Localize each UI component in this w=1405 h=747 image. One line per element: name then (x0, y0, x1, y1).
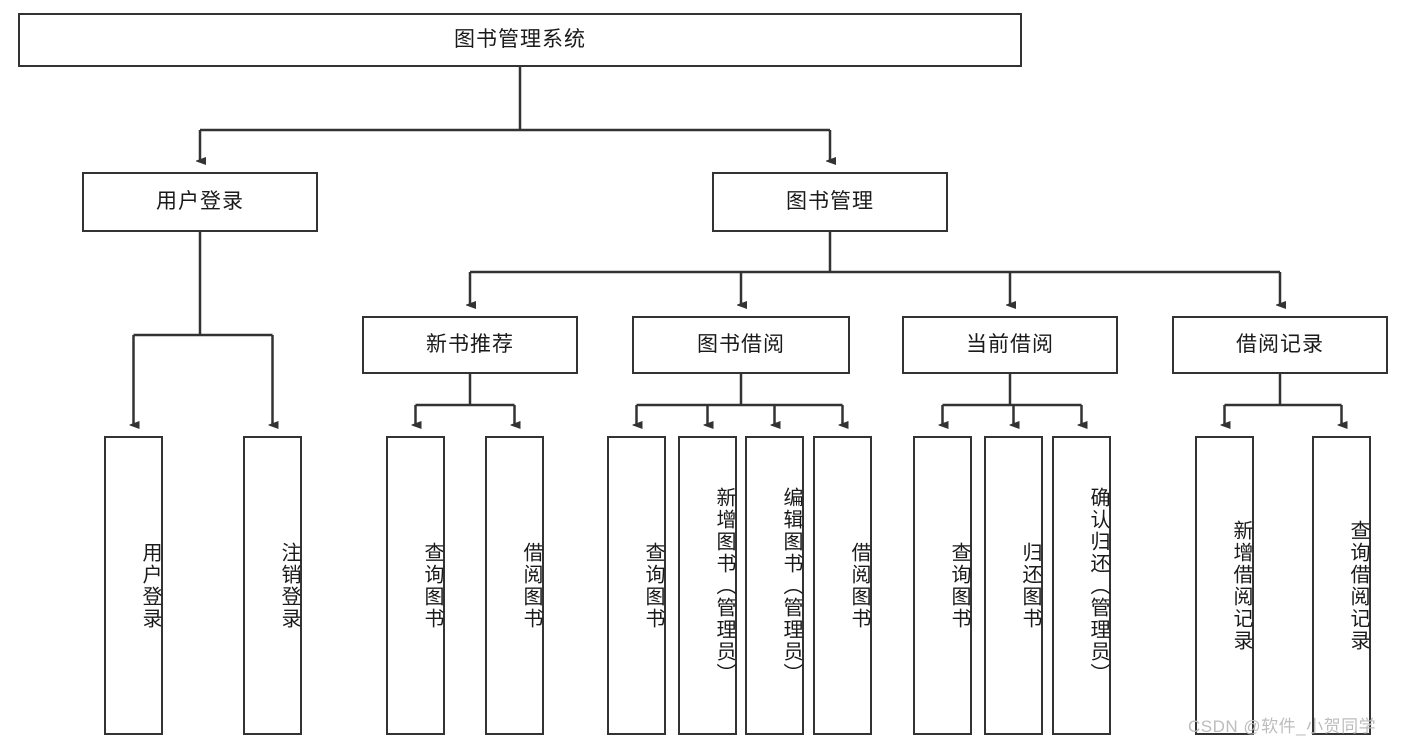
node-label: 借阅图书 (848, 541, 870, 630)
watermark: CSDN @软件_小贺同学 (1188, 717, 1377, 736)
leaf-borrow-book[interactable]: 借阅图书 (813, 436, 872, 735)
node-label: 新增借阅记录 (1230, 519, 1252, 652)
node-label: 查询图书 (642, 541, 664, 630)
leaf-add-book[interactable]: 新增图书（管理员） (678, 436, 737, 735)
node-label: 查询图书 (948, 541, 970, 630)
node-label: 确认归还（管理员） (1087, 486, 1109, 685)
node-label: 编辑图书（管理员） (780, 486, 802, 685)
node-label: 新增图书（管理员） (713, 486, 735, 685)
node-label: 图书管理系统 (454, 28, 586, 52)
node-label: 借阅图书 (520, 541, 542, 630)
node-label: 查询图书 (421, 541, 443, 630)
node-label: 图书借阅 (697, 333, 785, 357)
leaf-logout[interactable]: 注销登录 (243, 436, 302, 735)
node-label: 当前借阅 (966, 333, 1054, 357)
node-user-login[interactable]: 用户登录 (82, 172, 318, 232)
leaf-user-login[interactable]: 用户登录 (104, 436, 163, 735)
node-label: 图书管理 (786, 190, 874, 214)
leaf-query-book-recommend[interactable]: 查询图书 (386, 436, 445, 735)
node-current-borrow[interactable]: 当前借阅 (902, 316, 1118, 374)
node-book-management[interactable]: 图书管理 (712, 172, 948, 232)
leaf-query-book-current[interactable]: 查询图书 (913, 436, 972, 735)
leaf-query-book-borrow[interactable]: 查询图书 (607, 436, 666, 735)
node-book-borrow[interactable]: 图书借阅 (632, 316, 850, 374)
node-borrow-record[interactable]: 借阅记录 (1172, 316, 1388, 374)
edge-paths (134, 67, 1342, 425)
node-label: 查询借阅记录 (1347, 519, 1369, 652)
node-root[interactable]: 图书管理系统 (18, 13, 1022, 67)
leaf-borrow-book-recommend[interactable]: 借阅图书 (485, 436, 544, 735)
leaf-query-borrow-record[interactable]: 查询借阅记录 (1312, 436, 1371, 735)
leaf-return-book[interactable]: 归还图书 (984, 436, 1043, 735)
node-label: 用户登录 (139, 541, 161, 630)
node-new-book-recommend[interactable]: 新书推荐 (362, 316, 578, 374)
leaf-confirm-return[interactable]: 确认归还（管理员） (1052, 436, 1111, 735)
node-label: 借阅记录 (1236, 333, 1324, 357)
leaf-add-borrow-record[interactable]: 新增借阅记录 (1195, 436, 1254, 735)
node-label: 归还图书 (1019, 541, 1041, 630)
leaf-edit-book[interactable]: 编辑图书（管理员） (745, 436, 804, 735)
node-label: 用户登录 (156, 190, 244, 214)
node-label: 新书推荐 (426, 333, 514, 357)
node-label: 注销登录 (278, 541, 300, 630)
